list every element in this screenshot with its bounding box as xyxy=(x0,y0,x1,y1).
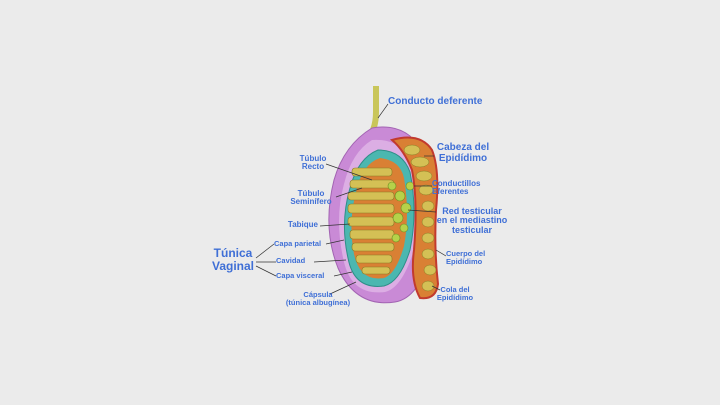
label-capa-visceral: Capa visceral xyxy=(276,271,325,280)
label-cabeza-epididimo: Cabeza del Epidídimo xyxy=(436,142,490,164)
label-tubulo-recto: Túbulo Recto xyxy=(299,154,327,172)
label-tunica-vaginal: Túnica Vaginal xyxy=(211,246,255,273)
label-tabique: Tabique xyxy=(287,220,318,229)
epididymis-coils xyxy=(403,144,437,292)
vas-deferens xyxy=(369,86,379,134)
label-tubulo-seminifero: Túbulo Seminífero xyxy=(290,189,332,207)
label-cavidad: Cavidad xyxy=(276,256,306,265)
seminiferous-tubules xyxy=(347,167,395,275)
label-red-testicular: Red testicular en el mediastino testicul… xyxy=(436,206,508,235)
label-capsula: Cápsula (túnica albugínea) xyxy=(285,290,351,307)
leader-lines xyxy=(255,103,447,295)
label-cola-epididimo: Cola del Epidídimo xyxy=(436,285,474,302)
rete-testis xyxy=(387,181,415,243)
label-cuerpo-epididimo: Cuerpo del Epidídimo xyxy=(446,249,486,266)
label-conducto-deferente: Conducto deferente xyxy=(388,96,483,107)
label-capa-parietal: Capa parietal xyxy=(274,239,322,248)
label-conductillos-eferentes: Conductillos Eferentes xyxy=(432,179,481,197)
